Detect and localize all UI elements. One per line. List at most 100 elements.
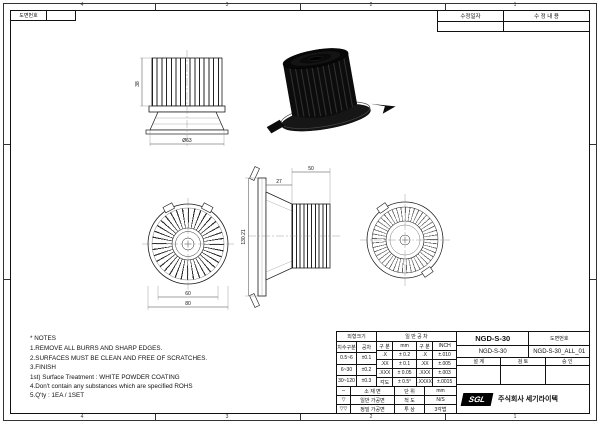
- zone-tick: [590, 144, 597, 145]
- zone-tick: [300, 414, 301, 421]
- notes-title: * NOTES: [30, 335, 56, 342]
- tol-col: 구 분: [377, 342, 394, 350]
- title-block-id-area: NGD-S-30 도면번호 NGD-S-30 NGD-S-30_ALL_01 설…: [457, 332, 589, 413]
- tol-cell: .XX: [417, 360, 434, 368]
- tol-cell: ±.005: [438, 361, 451, 367]
- tolerance-header: 일 반 공 차: [405, 334, 428, 340]
- drawing-number-label: 도면번호: [11, 11, 47, 20]
- surface-label: 정밀 가공면: [360, 406, 385, 413]
- size-cell: 6~30: [337, 364, 357, 375]
- size-cell: 30~120: [337, 375, 357, 386]
- company-name: 주식회사 세기라이텍: [498, 396, 558, 403]
- company-row: SGL 주식회사 세기라이텍: [457, 385, 589, 413]
- model-name: NGD-S-30: [457, 332, 530, 345]
- revision-desc-header: 수 정 내 용: [534, 14, 559, 20]
- zone-tick: [590, 279, 597, 280]
- drawing-no-header: 도면번호: [550, 336, 569, 342]
- drawing-number: NGD-S-30_ALL_01: [533, 348, 586, 355]
- info-value: mm: [436, 388, 445, 394]
- drawing-number-box: 도면번호: [10, 10, 76, 21]
- note-line: 3.FINISH: [30, 364, 56, 372]
- notes-block: * NOTES 1.REMOVE ALL BURRS AND SHARP EDG…: [30, 334, 240, 401]
- approval-approve-label: 승 인: [562, 359, 573, 365]
- tol-col: INCH: [438, 343, 451, 349]
- surface-symbol: ▽: [337, 396, 351, 404]
- approval-design-label: 설 계: [457, 358, 502, 365]
- tol-cell: ±.010: [438, 352, 451, 358]
- approval-check-label: 검 토: [501, 358, 546, 365]
- zone-label: 3: [225, 2, 229, 8]
- zone-label: 4: [80, 414, 84, 420]
- size-table-header: 외형크기: [337, 332, 377, 341]
- size-cell: ±0.3: [361, 377, 372, 384]
- bottom-view-fins-texture: [152, 208, 224, 280]
- size-cell: ±0.2: [361, 366, 372, 373]
- zone-tick: [155, 3, 156, 10]
- zone-tick: [445, 3, 446, 10]
- tol-cell: .X: [377, 351, 394, 359]
- zone-tick: [155, 414, 156, 421]
- approval-sign-cell: [501, 366, 546, 384]
- company-logo: SGL: [460, 392, 494, 406]
- tol-cell: ± 0.1: [393, 360, 417, 368]
- note-line: 1.REMOVE ALL BURRS AND SHARP EDGES.: [30, 345, 163, 353]
- info-label: 척 도: [395, 396, 425, 404]
- zone-label: 3: [225, 414, 229, 420]
- size-cell: 공차: [361, 344, 372, 351]
- title-block: 외형크기 일 반 공 차 치수구분 공차 0.5~6 ±0.1 6~30 ±0.…: [336, 331, 590, 414]
- approval-sign-cell: [546, 366, 589, 384]
- side-view-fins-texture: [292, 204, 330, 268]
- note-line: 5.Q'ty : 1EA / 1SET: [30, 392, 85, 400]
- tol-cell: ± 0.2: [393, 351, 417, 359]
- drawing-number-value: [47, 11, 75, 20]
- info-label: 단 위: [395, 387, 425, 395]
- revision-table: 수정일자 수 정 내 용: [437, 10, 590, 32]
- tol-cell: .XX: [377, 360, 394, 368]
- approval-sign-cell: [457, 366, 502, 384]
- size-cell: ±0.1: [361, 355, 372, 362]
- title-block-tolerance-area: 외형크기 일 반 공 차 치수구분 공차 0.5~6 ±0.1 6~30 ±0.…: [337, 332, 457, 413]
- size-cell: 치수구분: [337, 342, 357, 353]
- size-table: 치수구분 공차 0.5~6 ±0.1 6~30 ±0.2 30~120 ±0.3: [337, 342, 377, 386]
- info-value: N/S: [436, 397, 445, 403]
- inner-border: [10, 10, 590, 414]
- tolerance-table: 구 분 mm 구 분 INCH .X ± 0.2 .X ±.010 .XX ± …: [377, 342, 456, 386]
- tol-col: mm: [393, 342, 417, 350]
- info-value: 3각법: [434, 406, 447, 413]
- tol-cell: ±.003: [438, 370, 451, 376]
- zone-label: 2: [369, 414, 373, 420]
- tol-cell: .XXX: [417, 369, 434, 377]
- tol-cell: ± 0.5°: [393, 378, 417, 386]
- zone-label: 1: [513, 414, 517, 420]
- zone-label: 1: [513, 2, 517, 8]
- surface-label: 소 재 면: [364, 388, 381, 395]
- note-line: 1st) Surface Treatment : WHITE POWDER CO…: [30, 373, 180, 381]
- zone-tick: [300, 3, 301, 10]
- size-cell: 0.5~6: [337, 353, 357, 364]
- revision-date-cell: [438, 22, 504, 31]
- zone-tick: [3, 279, 10, 280]
- tol-cell: .XXXX: [417, 378, 434, 386]
- part-number: NGD-S-30: [457, 346, 530, 357]
- tol-col: 구 분: [417, 342, 434, 350]
- note-line: 4.Don't contain any substances which are…: [30, 383, 193, 391]
- tol-cell: .X: [417, 351, 434, 359]
- info-label: 투 상: [395, 405, 425, 413]
- surface-symbol: ▽▽: [337, 405, 351, 413]
- top-view-fins-texture: [372, 207, 438, 273]
- surface-symbol: ∼: [337, 387, 351, 395]
- tol-cell: .XXX: [377, 369, 394, 377]
- zone-label: 4: [80, 2, 84, 8]
- note-line: 2.SURFACES MUST BE CLEAN AND FREE OF SCR…: [30, 354, 208, 362]
- zone-label: 2: [369, 2, 373, 8]
- tol-cell: 각도: [377, 378, 394, 386]
- tol-cell: ± 0.05: [393, 369, 417, 377]
- revision-date-header: 수정일자: [438, 11, 504, 21]
- front-view-fins-texture: [152, 58, 222, 106]
- drawing-info-table: 단 위 mm 척 도 N/S 투 상 3각법: [395, 387, 456, 413]
- zone-tick: [3, 144, 10, 145]
- zone-tick: [445, 414, 446, 421]
- revision-desc-cell: [504, 22, 589, 31]
- surface-finish-table: ∼ 소 재 면 ▽ 일반 가공면 ▽▽ 정밀 가공면: [337, 387, 395, 413]
